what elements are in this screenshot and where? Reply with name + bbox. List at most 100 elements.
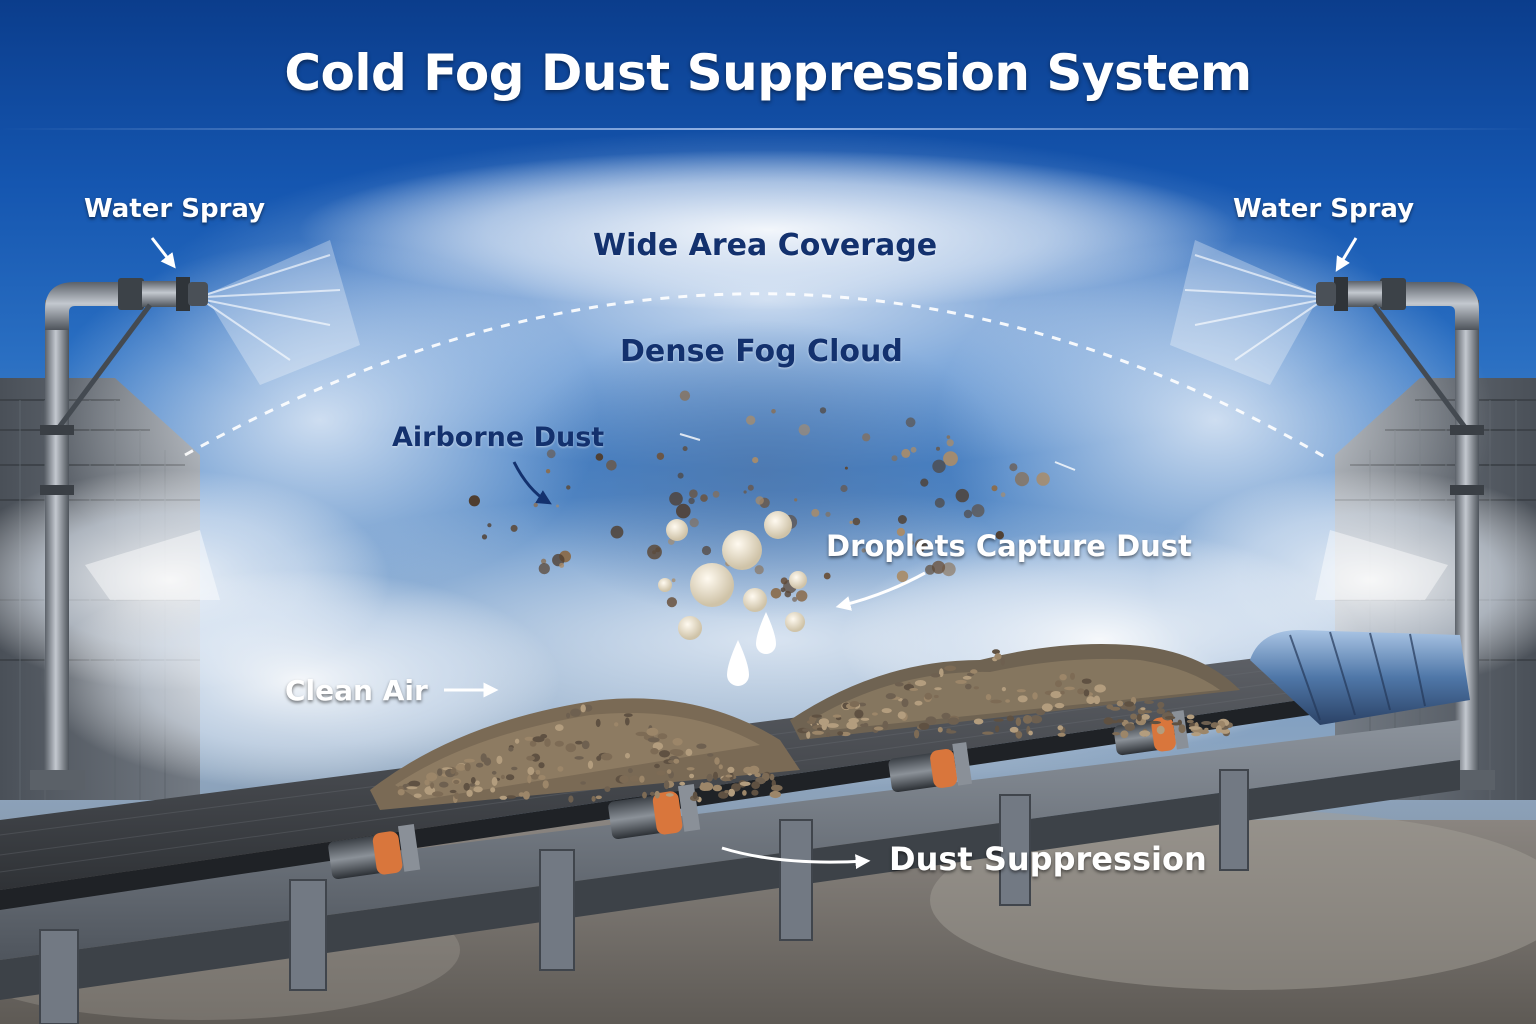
material-pebble xyxy=(728,788,735,797)
material-pebble xyxy=(538,775,546,780)
dust-particle xyxy=(819,407,827,414)
spray-cone-left xyxy=(204,240,360,385)
material-pebble xyxy=(1006,715,1015,722)
material-pebble xyxy=(413,793,422,798)
dust-particle xyxy=(798,424,810,436)
dust-particle xyxy=(920,478,929,487)
dust-particle xyxy=(610,525,624,539)
material-pebble xyxy=(1156,725,1165,735)
dust-particle xyxy=(915,538,927,551)
material-pebble xyxy=(700,782,705,790)
dust-suppression-arrow xyxy=(721,846,871,870)
material-pebble xyxy=(583,704,593,712)
material-pebble xyxy=(1106,704,1114,710)
material-pebble xyxy=(522,791,530,800)
material-pebble xyxy=(854,709,864,719)
material-pebble xyxy=(1050,691,1062,699)
water-spray-left-arrow xyxy=(150,237,176,269)
left-spray-nozzle xyxy=(30,277,208,790)
material-pebble xyxy=(408,780,421,787)
spray-cone-right xyxy=(1170,240,1321,385)
material-pebble xyxy=(580,781,586,785)
material-pebble xyxy=(806,731,811,739)
material-pebble xyxy=(672,738,683,746)
dust-particle xyxy=(792,596,798,602)
material-pebble xyxy=(668,760,674,764)
material-pebble xyxy=(557,766,564,772)
dust-particle xyxy=(689,518,699,528)
dust-particle xyxy=(946,435,951,439)
material-pebble xyxy=(591,795,596,802)
material-pebble xyxy=(642,791,647,799)
material-pebble xyxy=(1191,732,1201,737)
material-pebble xyxy=(1057,732,1066,737)
material-pebble xyxy=(692,791,698,800)
material-pebbles xyxy=(397,649,1233,803)
material-pebble xyxy=(469,783,475,787)
dust-particle xyxy=(468,495,480,507)
material-pebble xyxy=(1178,724,1186,734)
material-pebble xyxy=(806,720,816,724)
material-pebble xyxy=(535,769,541,775)
material-pebble xyxy=(527,775,532,784)
dust-particle xyxy=(689,489,698,499)
material-pebble xyxy=(811,714,823,718)
material-pebble xyxy=(475,762,484,768)
material-pebble xyxy=(663,780,670,790)
material-pebble xyxy=(1054,702,1065,709)
material-pebble xyxy=(1204,727,1209,731)
dust-particle xyxy=(1009,463,1018,472)
material-pebble xyxy=(944,665,957,672)
material-pebble xyxy=(470,777,476,784)
material-pebble xyxy=(1215,725,1222,734)
dust-particle xyxy=(556,504,559,508)
material-pebble xyxy=(689,773,695,779)
label-dense-fog-cloud: Dense Fog Cloud xyxy=(620,334,903,369)
material-pebble xyxy=(1140,707,1146,711)
dust-particle xyxy=(891,455,898,462)
material-pebble xyxy=(769,790,781,799)
material-pebble xyxy=(914,729,920,739)
material-pebble xyxy=(1064,686,1075,691)
material-pebble xyxy=(1156,708,1166,715)
material-pebble xyxy=(965,683,972,690)
material-pebble xyxy=(882,720,889,730)
material-pebble xyxy=(466,789,473,797)
material-pebble xyxy=(453,779,460,785)
material-pebble xyxy=(666,769,672,774)
dust-particle xyxy=(840,484,848,493)
dust-particle xyxy=(701,545,712,556)
dust-particle xyxy=(755,496,764,505)
dust-particle xyxy=(700,494,708,502)
dust-particle xyxy=(559,562,565,568)
material-pebble xyxy=(659,750,670,758)
dust-particle xyxy=(606,460,617,471)
material-pebble xyxy=(1144,700,1154,704)
material-pebble xyxy=(1093,695,1101,705)
material-pebble xyxy=(457,765,465,771)
material-pebble xyxy=(848,717,859,724)
material-pebble xyxy=(894,682,904,687)
material-pebble xyxy=(449,789,457,794)
material-pebble xyxy=(665,793,674,797)
low-spray-left xyxy=(85,530,220,600)
dust-particle xyxy=(647,544,662,560)
dust-particle xyxy=(1000,492,1006,498)
material-pebble xyxy=(679,781,686,786)
material-pebble xyxy=(1124,723,1136,731)
material-pebble xyxy=(1086,696,1095,705)
material-pebble xyxy=(881,708,892,714)
dust-particle xyxy=(546,449,556,459)
material-pebble xyxy=(858,702,867,707)
material-pebble xyxy=(718,764,723,770)
material-pebble xyxy=(526,755,535,761)
material-pebble xyxy=(849,701,860,708)
material-pebble xyxy=(1057,725,1064,731)
material-pebble xyxy=(818,718,830,726)
material-pebble xyxy=(439,781,449,788)
material-pebble xyxy=(802,728,810,732)
material-pebble xyxy=(742,790,747,796)
material-pebble xyxy=(1041,703,1053,712)
material-pebble xyxy=(1001,687,1007,692)
material-pebble xyxy=(639,775,645,783)
